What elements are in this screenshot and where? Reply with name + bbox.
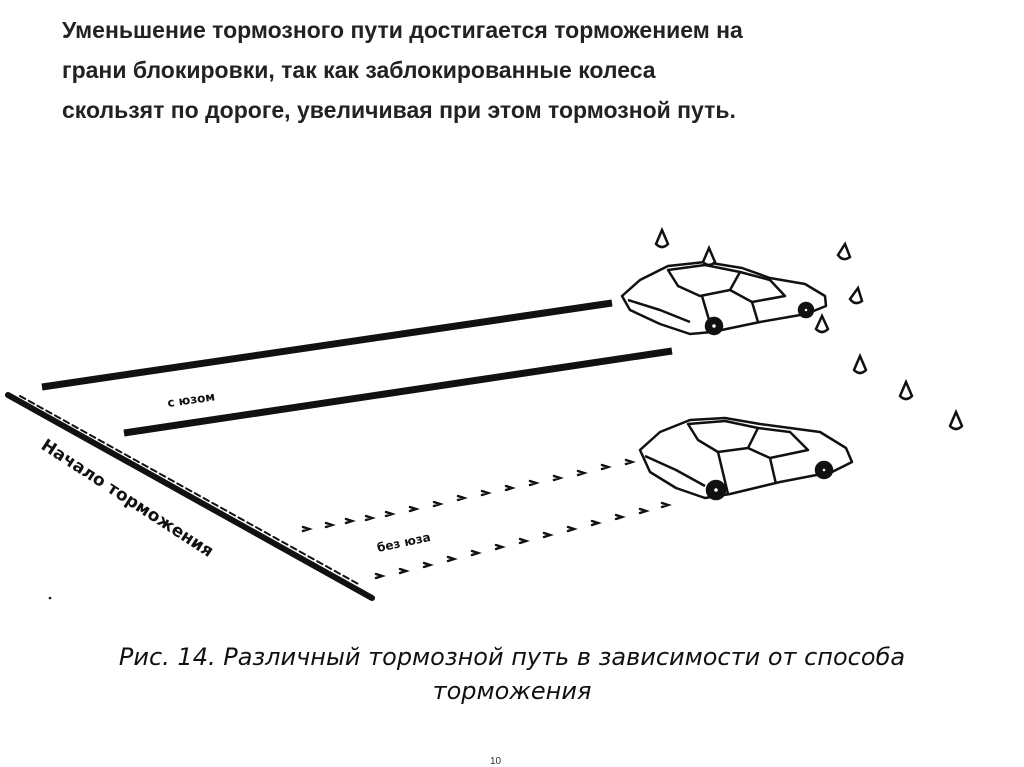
- label-blocked: с юзом: [166, 389, 215, 410]
- page-number: 10: [490, 756, 502, 767]
- skid-mark-lower: [123, 347, 673, 437]
- label-unblocked: без юза: [376, 530, 432, 555]
- braking-start-line: [5, 392, 375, 601]
- skid-mark-upper: [41, 299, 613, 391]
- car-lower: [638, 416, 854, 501]
- figure-caption: Рис. 14. Различный тормозной путь в зави…: [0, 640, 1024, 708]
- skid-marks: [41, 299, 673, 437]
- heading-line-3: скользят по дороге, увеличивая при этом …: [62, 97, 736, 123]
- arrow-track-upper: [301, 458, 636, 533]
- arrow-tracks: [301, 458, 672, 580]
- braking-diagram: Начало торможения с юзом без юза: [5, 226, 964, 601]
- arrow-track-lower: [374, 501, 672, 580]
- heading-line-1: Уменьшение тормозного пути достигается т…: [62, 17, 743, 43]
- car-upper: [620, 260, 828, 336]
- caption-line-1: Рис. 14. Различный тормозной путь в зави…: [118, 643, 906, 671]
- heading-line-2: грани блокировки, так как заблокированны…: [62, 57, 656, 83]
- stray-dot: [48, 596, 52, 600]
- drop-markers: [654, 226, 964, 431]
- slide-heading: Уменьшение тормозного пути достигается т…: [62, 10, 982, 130]
- caption-line-2: торможения: [432, 677, 592, 705]
